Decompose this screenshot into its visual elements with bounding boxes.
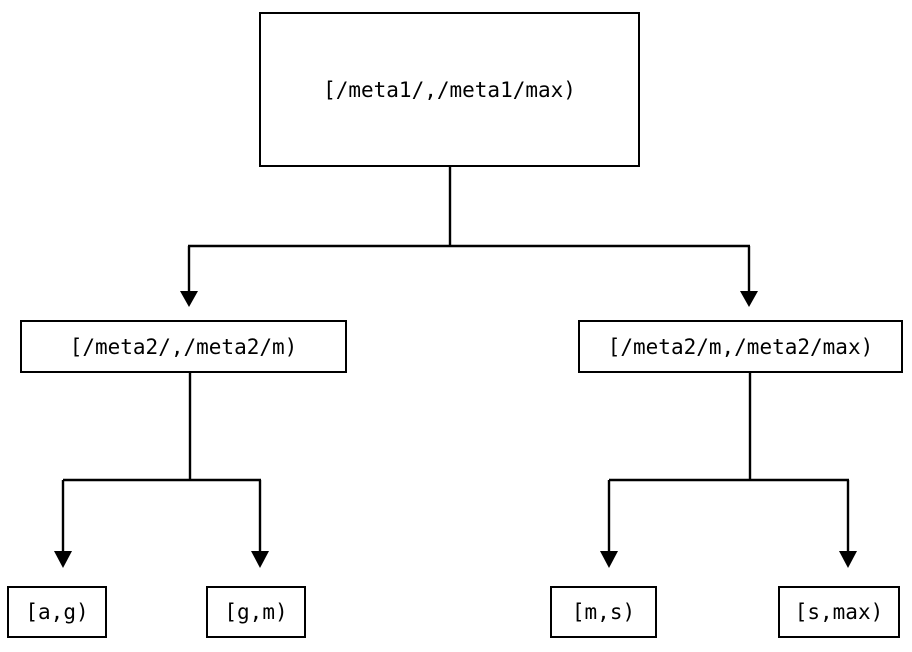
tree-node-mid-right[interactable]: [/meta2/m,/meta2/max) <box>578 320 903 373</box>
arrowhead-mid-right-to-leaf3 <box>600 551 618 568</box>
arrowhead-root-to-mid-right <box>740 291 758 307</box>
tree-node-leaf-g-m[interactable]: [g,m) <box>206 586 306 638</box>
tree-node-leaf-a-g[interactable]: [a,g) <box>7 586 107 638</box>
tree-node-leaf-m-s[interactable]: [m,s) <box>550 586 657 638</box>
arrowhead-mid-left-to-leaf2 <box>251 551 269 568</box>
tree-node-root[interactable]: [/meta1/,/meta1/max) <box>259 12 640 167</box>
arrowhead-root-to-mid-left <box>180 291 198 307</box>
arrowhead-mid-left-to-leaf1 <box>54 551 72 568</box>
tree-node-leaf-s-max[interactable]: [s,max) <box>778 586 900 638</box>
arrowhead-mid-right-to-leaf4 <box>839 551 857 568</box>
tree-node-mid-left[interactable]: [/meta2/,/meta2/m) <box>20 320 347 373</box>
